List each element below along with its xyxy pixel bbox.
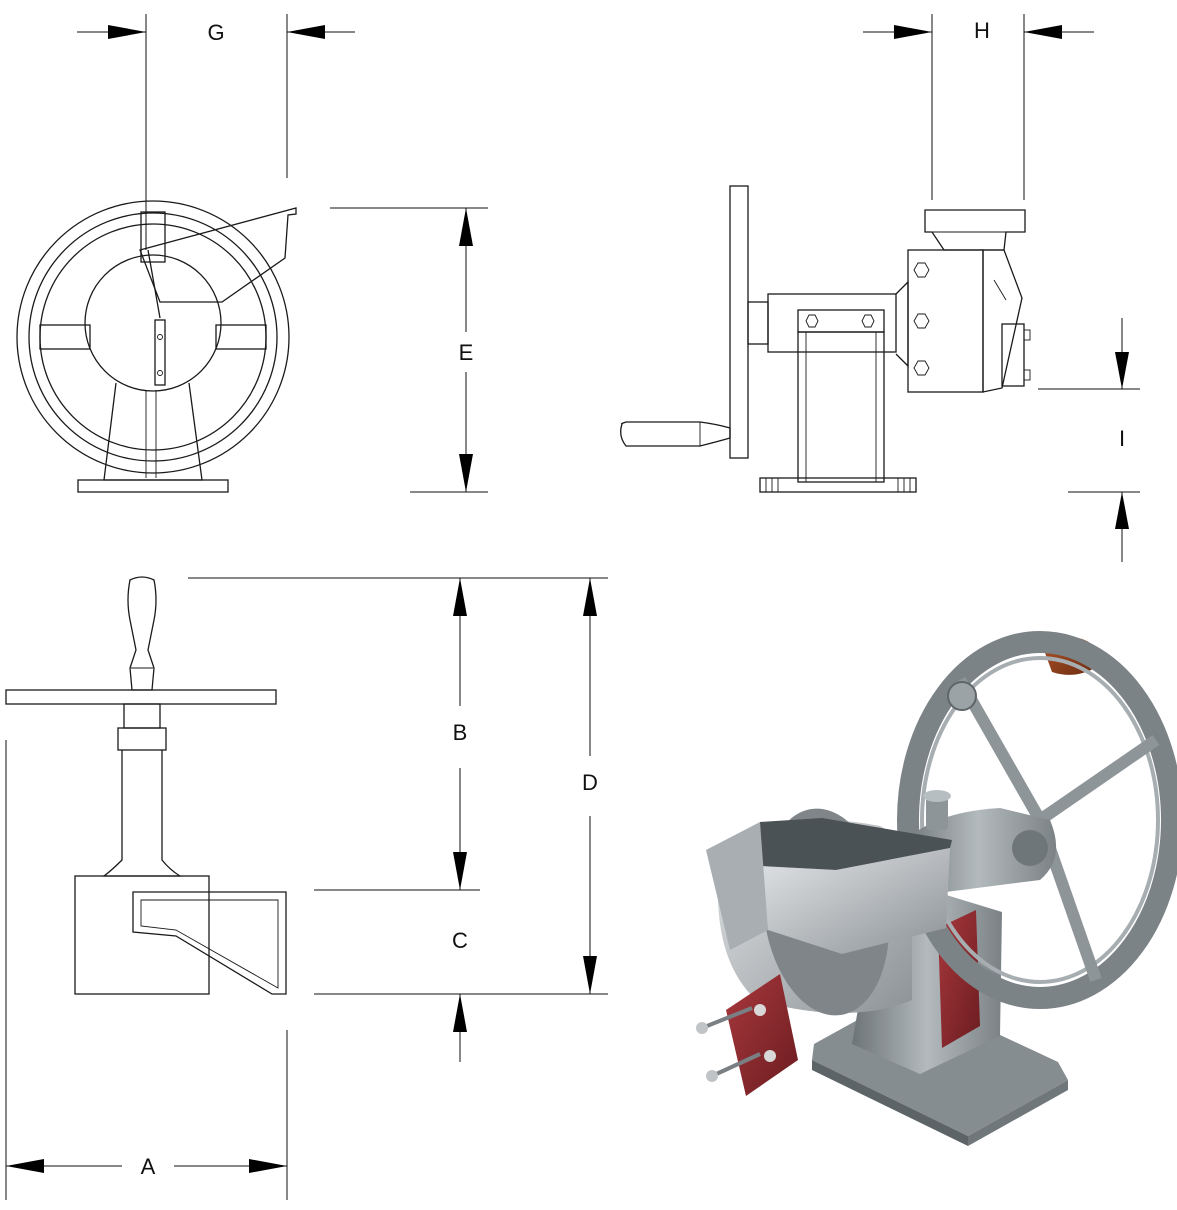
wheel-edge: [729, 185, 749, 459]
blade-guard: [982, 249, 1023, 393]
bearing-block: [797, 309, 885, 333]
cutter-housing: [84, 254, 222, 392]
pedestal: [103, 382, 203, 481]
dimension-g: [77, 14, 355, 250]
side-view-drawing: [620, 185, 1031, 493]
wheel-hub: [747, 301, 769, 345]
top-cutter-housing: [74, 875, 210, 995]
housing-bolt: [913, 313, 930, 329]
label-d: D: [582, 770, 598, 795]
dimension-h: [863, 14, 1094, 200]
shaft-housing: [767, 293, 897, 353]
top-crank-handle: [127, 576, 157, 691]
dimension-d: [583, 578, 597, 994]
top-hub: [123, 703, 161, 729]
top-shaft-housing: [102, 750, 183, 877]
base-plate: [77, 479, 229, 493]
adjust-plate: [1001, 323, 1025, 387]
label-h: H: [974, 18, 990, 43]
wheel-spoke: [39, 324, 91, 350]
bearing-bolt: [805, 314, 819, 328]
dimension-a: [5, 740, 288, 1200]
top-collar: [117, 727, 167, 751]
photo-hopper: [760, 848, 950, 954]
wheel-spoke: [215, 324, 267, 350]
dimension-i: [1038, 318, 1140, 562]
side-cutter-housing: [907, 249, 984, 393]
housing-bolt: [913, 262, 930, 278]
label-b: B: [453, 720, 468, 745]
top-wheel-edge: [5, 689, 277, 705]
machine-photo-illustration: [696, 631, 1177, 1146]
photo-wheel-nut: [947, 681, 977, 711]
photo-spoke: [1036, 735, 1160, 825]
photo-bolt: [711, 1052, 761, 1078]
top-chute: [132, 891, 287, 995]
wheel-outer-rim: [16, 200, 290, 474]
dimension-b: [188, 577, 608, 891]
flange-taper: [895, 280, 909, 368]
feed-chute: [139, 207, 297, 303]
housing-bolt: [913, 360, 930, 376]
front-view-drawing: [16, 200, 297, 493]
side-hopper: [924, 209, 1026, 251]
blade-bar: [154, 319, 166, 386]
crank-handle: [620, 421, 731, 447]
chute-edge: [147, 249, 161, 319]
photo-hub: [1012, 830, 1048, 866]
wheel-spoke-ring: [39, 223, 267, 451]
blade-bolt: [157, 334, 163, 340]
label-g: G: [207, 20, 224, 45]
photo-hopper-side: [706, 822, 768, 950]
dimension-e: [330, 207, 488, 493]
label-c: C: [452, 928, 468, 953]
blade-bolt: [157, 370, 163, 376]
photo-hopper-mouth: [760, 818, 952, 870]
dimension-c: [314, 993, 608, 1062]
label-a: A: [141, 1154, 156, 1179]
photo-adjust-plate: [726, 974, 798, 1096]
bearing-bolt: [861, 314, 875, 328]
pedestal-rib: [145, 390, 157, 478]
photo-oil-cup: [926, 796, 948, 830]
label-i: I: [1119, 426, 1125, 451]
wheel-inner-rim: [28, 212, 278, 462]
side-base: [759, 477, 917, 493]
top-view-drawing: [5, 576, 287, 995]
side-pedestal: [797, 331, 885, 483]
photo-wheel-rim: [897, 631, 1177, 1009]
photo-bolt: [701, 1006, 753, 1030]
label-e: E: [459, 340, 474, 365]
wheel-spoke: [140, 211, 166, 263]
